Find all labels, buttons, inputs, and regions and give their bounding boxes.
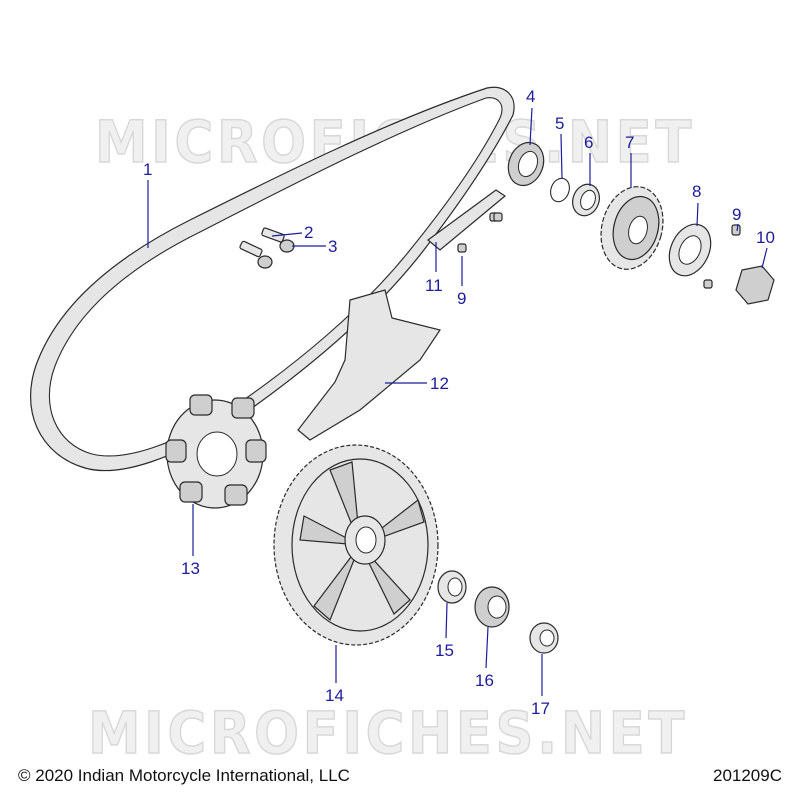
screws	[457, 212, 741, 289]
bolt-assembly	[239, 227, 295, 269]
callout-13: 13	[181, 559, 200, 578]
callout-12: 12	[430, 374, 449, 393]
cush-drive-damper	[165, 394, 267, 509]
callout-10: 10	[756, 228, 775, 247]
watermark-bottom: MICROFICHES.NET	[88, 699, 688, 767]
nut	[735, 265, 775, 305]
callout-11: 11	[425, 276, 443, 295]
callout-16: 16	[475, 671, 494, 690]
lock-plate	[668, 223, 712, 277]
wheel-bearing	[474, 586, 510, 628]
callout-4: 4	[526, 87, 535, 106]
rear-pulley	[273, 444, 439, 646]
leader-lines	[147, 107, 768, 696]
drive-belt	[30, 86, 515, 472]
callout-15: 15	[435, 641, 454, 660]
callout-2: 2	[304, 223, 313, 242]
callout-5: 5	[555, 114, 564, 133]
belt-guard	[297, 289, 441, 441]
seal	[507, 141, 545, 187]
front-sprocket	[600, 186, 664, 270]
callout-6: 6	[584, 133, 593, 152]
hub-spacer	[437, 570, 467, 604]
copyright-notice: © 2020 Indian Motorcycle International, …	[18, 766, 350, 785]
callout-17: 17	[531, 699, 550, 718]
callout-7: 7	[625, 133, 634, 152]
callout-3: 3	[328, 237, 337, 256]
callout-labels: 1 2 3 4 5 6 7 8 9 9 10 11 12 13 14 15 16…	[143, 87, 775, 718]
callout-14: 14	[325, 686, 344, 705]
spacer	[572, 183, 600, 217]
o-ring	[550, 177, 570, 203]
bushing	[529, 622, 559, 654]
figure-id: 201209C	[712, 766, 782, 785]
callout-8: 8	[692, 182, 701, 201]
callout-1: 1	[143, 160, 152, 179]
callout-9-left: 9	[457, 289, 466, 308]
callout-9-right: 9	[732, 205, 741, 224]
